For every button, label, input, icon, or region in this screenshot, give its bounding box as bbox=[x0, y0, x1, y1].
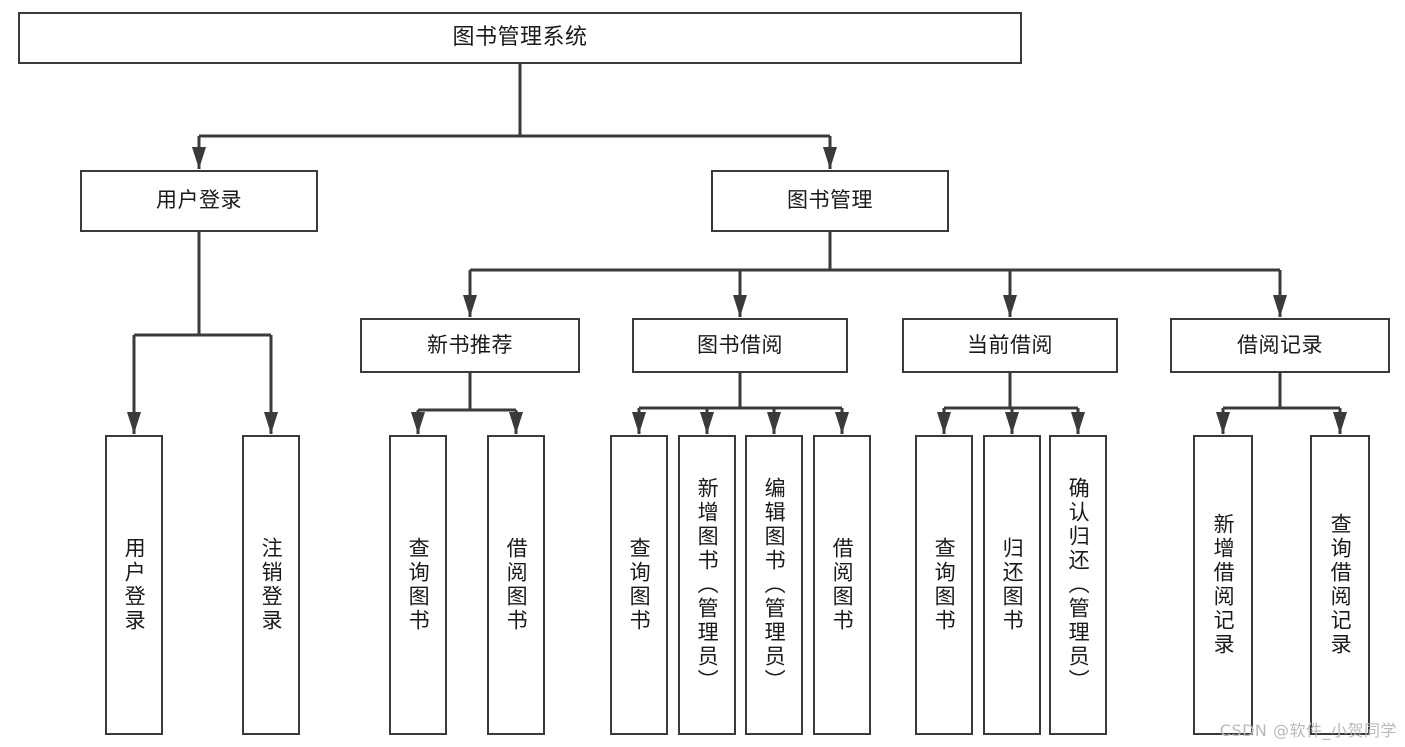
node-records[interactable]: 借阅记录 bbox=[1170, 318, 1390, 373]
node-label: 用户登录 bbox=[156, 188, 242, 213]
node-label: 借阅图书 bbox=[504, 537, 529, 633]
node-l_confirm[interactable]: 确认归还（管理员） bbox=[1049, 435, 1107, 735]
node-label: 借阅记录 bbox=[1237, 332, 1323, 357]
node-label: 新书推荐 bbox=[427, 332, 513, 357]
node-label: 图书管理 bbox=[787, 188, 873, 213]
node-label: 归还图书 bbox=[1000, 537, 1025, 633]
node-l_borrow1[interactable]: 借阅图书 bbox=[487, 435, 545, 735]
node-l_return[interactable]: 归还图书 bbox=[983, 435, 1041, 735]
node-label: 查询图书 bbox=[627, 537, 652, 633]
node-newbook[interactable]: 新书推荐 bbox=[360, 318, 580, 373]
node-label: 查询图书 bbox=[932, 537, 957, 633]
node-borrow[interactable]: 图书借阅 bbox=[632, 318, 848, 373]
node-l_query3[interactable]: 查询图书 bbox=[915, 435, 973, 735]
node-current[interactable]: 当前借阅 bbox=[902, 318, 1118, 373]
node-label: 新增借阅记录 bbox=[1211, 513, 1236, 657]
node-login[interactable]: 用户登录 bbox=[80, 170, 318, 232]
node-label: 查询图书 bbox=[406, 537, 431, 633]
watermark-text: CSDN @软件_小贺同学 bbox=[1219, 721, 1397, 740]
node-l_logout[interactable]: 注销登录 bbox=[242, 435, 300, 735]
node-label: 查询借阅记录 bbox=[1328, 513, 1353, 657]
node-l_addrec[interactable]: 新增借阅记录 bbox=[1193, 435, 1253, 735]
node-l_query2[interactable]: 查询图书 bbox=[610, 435, 668, 735]
node-l_query1[interactable]: 查询图书 bbox=[389, 435, 447, 735]
node-l_borrow2[interactable]: 借阅图书 bbox=[813, 435, 871, 735]
node-root[interactable]: 图书管理系统 bbox=[18, 12, 1022, 64]
node-label: 图书管理系统 bbox=[452, 24, 588, 50]
node-l_add[interactable]: 新增图书（管理员） bbox=[678, 435, 736, 735]
node-label: 借阅图书 bbox=[830, 537, 855, 633]
node-label: 当前借阅 bbox=[967, 332, 1053, 357]
node-label: 图书借阅 bbox=[697, 332, 783, 357]
node-label: 确认归还（管理员） bbox=[1066, 477, 1091, 693]
node-l_login[interactable]: 用户登录 bbox=[105, 435, 163, 735]
node-label: 编辑图书（管理员） bbox=[762, 477, 787, 693]
node-bookmgmt[interactable]: 图书管理 bbox=[711, 170, 949, 232]
node-label: 用户登录 bbox=[122, 537, 147, 633]
node-label: 新增图书（管理员） bbox=[695, 477, 720, 693]
node-l_edit[interactable]: 编辑图书（管理员） bbox=[745, 435, 803, 735]
node-label: 注销登录 bbox=[259, 537, 284, 633]
node-l_queryrec[interactable]: 查询借阅记录 bbox=[1310, 435, 1370, 735]
